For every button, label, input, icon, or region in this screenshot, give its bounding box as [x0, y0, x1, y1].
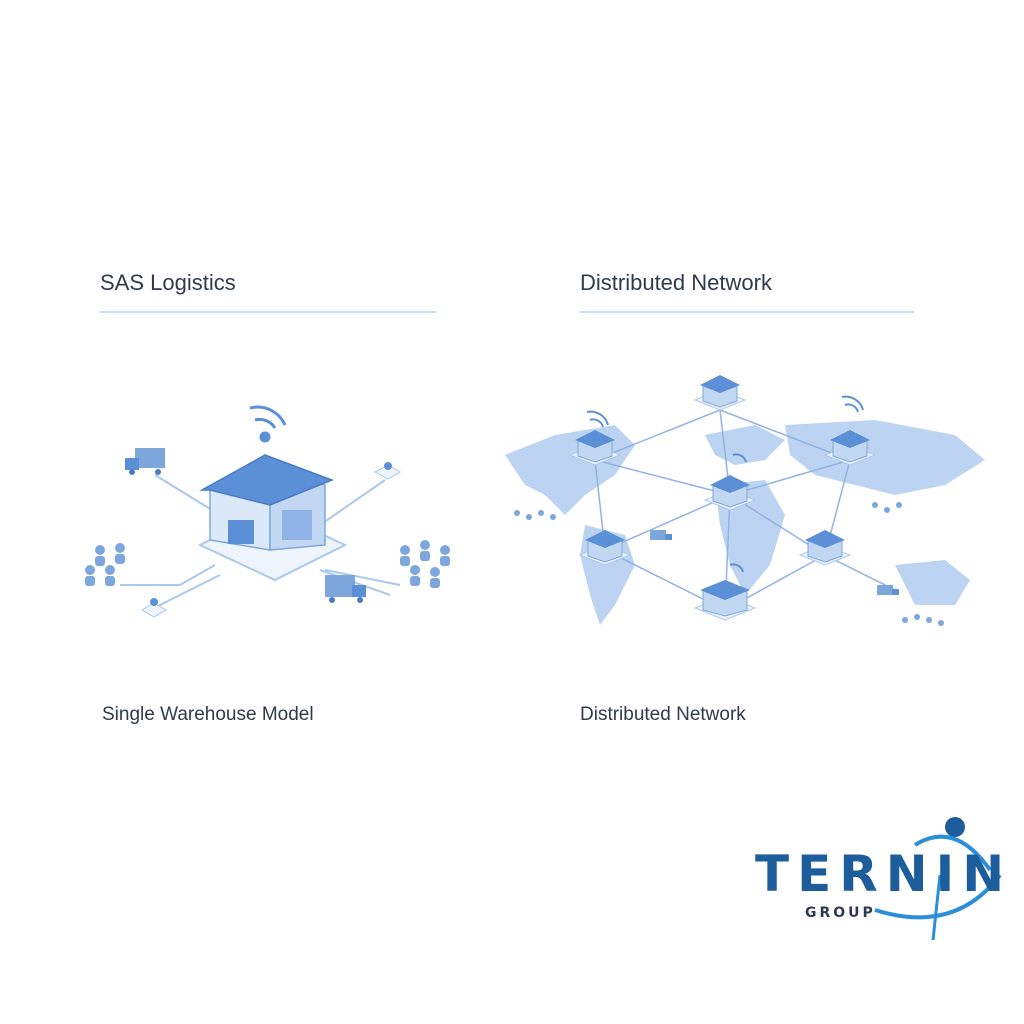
wifi-signal-icon — [249, 405, 287, 443]
person-icon — [141, 598, 167, 618]
right-panel-caption: Distributed Network — [580, 704, 746, 725]
wifi-signal-icon — [841, 395, 864, 413]
warehouse-icon — [798, 530, 852, 566]
right-panel-title: Distributed Network — [580, 270, 772, 295]
person-icon — [373, 462, 401, 480]
people-group — [514, 502, 944, 626]
logo-swoosh — [874, 817, 1002, 941]
warehouse-icon — [693, 580, 757, 621]
logo-subtext: GROUP — [805, 905, 876, 921]
logo-text: TERNIN — [755, 845, 1013, 903]
wifi-signal-icon — [732, 453, 747, 463]
people-group-right — [400, 540, 450, 588]
truck-icon — [325, 575, 366, 603]
truck-icon — [125, 448, 165, 475]
left-panel-divider — [100, 311, 436, 313]
truck-icon — [650, 530, 672, 540]
warehouse-icon — [823, 430, 877, 466]
distributed-network-illustration — [505, 375, 985, 626]
warehouse-icon — [199, 454, 335, 551]
left-panel-title: SAS Logistics — [100, 270, 236, 295]
right-panel: Distributed Network — [580, 265, 914, 313]
single-warehouse-illustration — [85, 405, 450, 618]
warehouse-icon — [693, 375, 747, 411]
wifi-signal-icon — [729, 563, 744, 573]
warehouse-icon — [703, 475, 757, 511]
right-panel-divider — [580, 311, 914, 313]
truck-icon — [877, 585, 899, 595]
warehouse-icon — [568, 430, 622, 466]
left-panel-caption: Single Warehouse Model — [102, 704, 314, 725]
people-group-left — [85, 543, 125, 586]
warehouse-icon — [578, 530, 632, 566]
company-logo: TERNIN GROUP — [755, 815, 1005, 945]
left-panel: SAS Logistics — [100, 265, 436, 313]
wifi-signal-icon — [586, 410, 609, 428]
